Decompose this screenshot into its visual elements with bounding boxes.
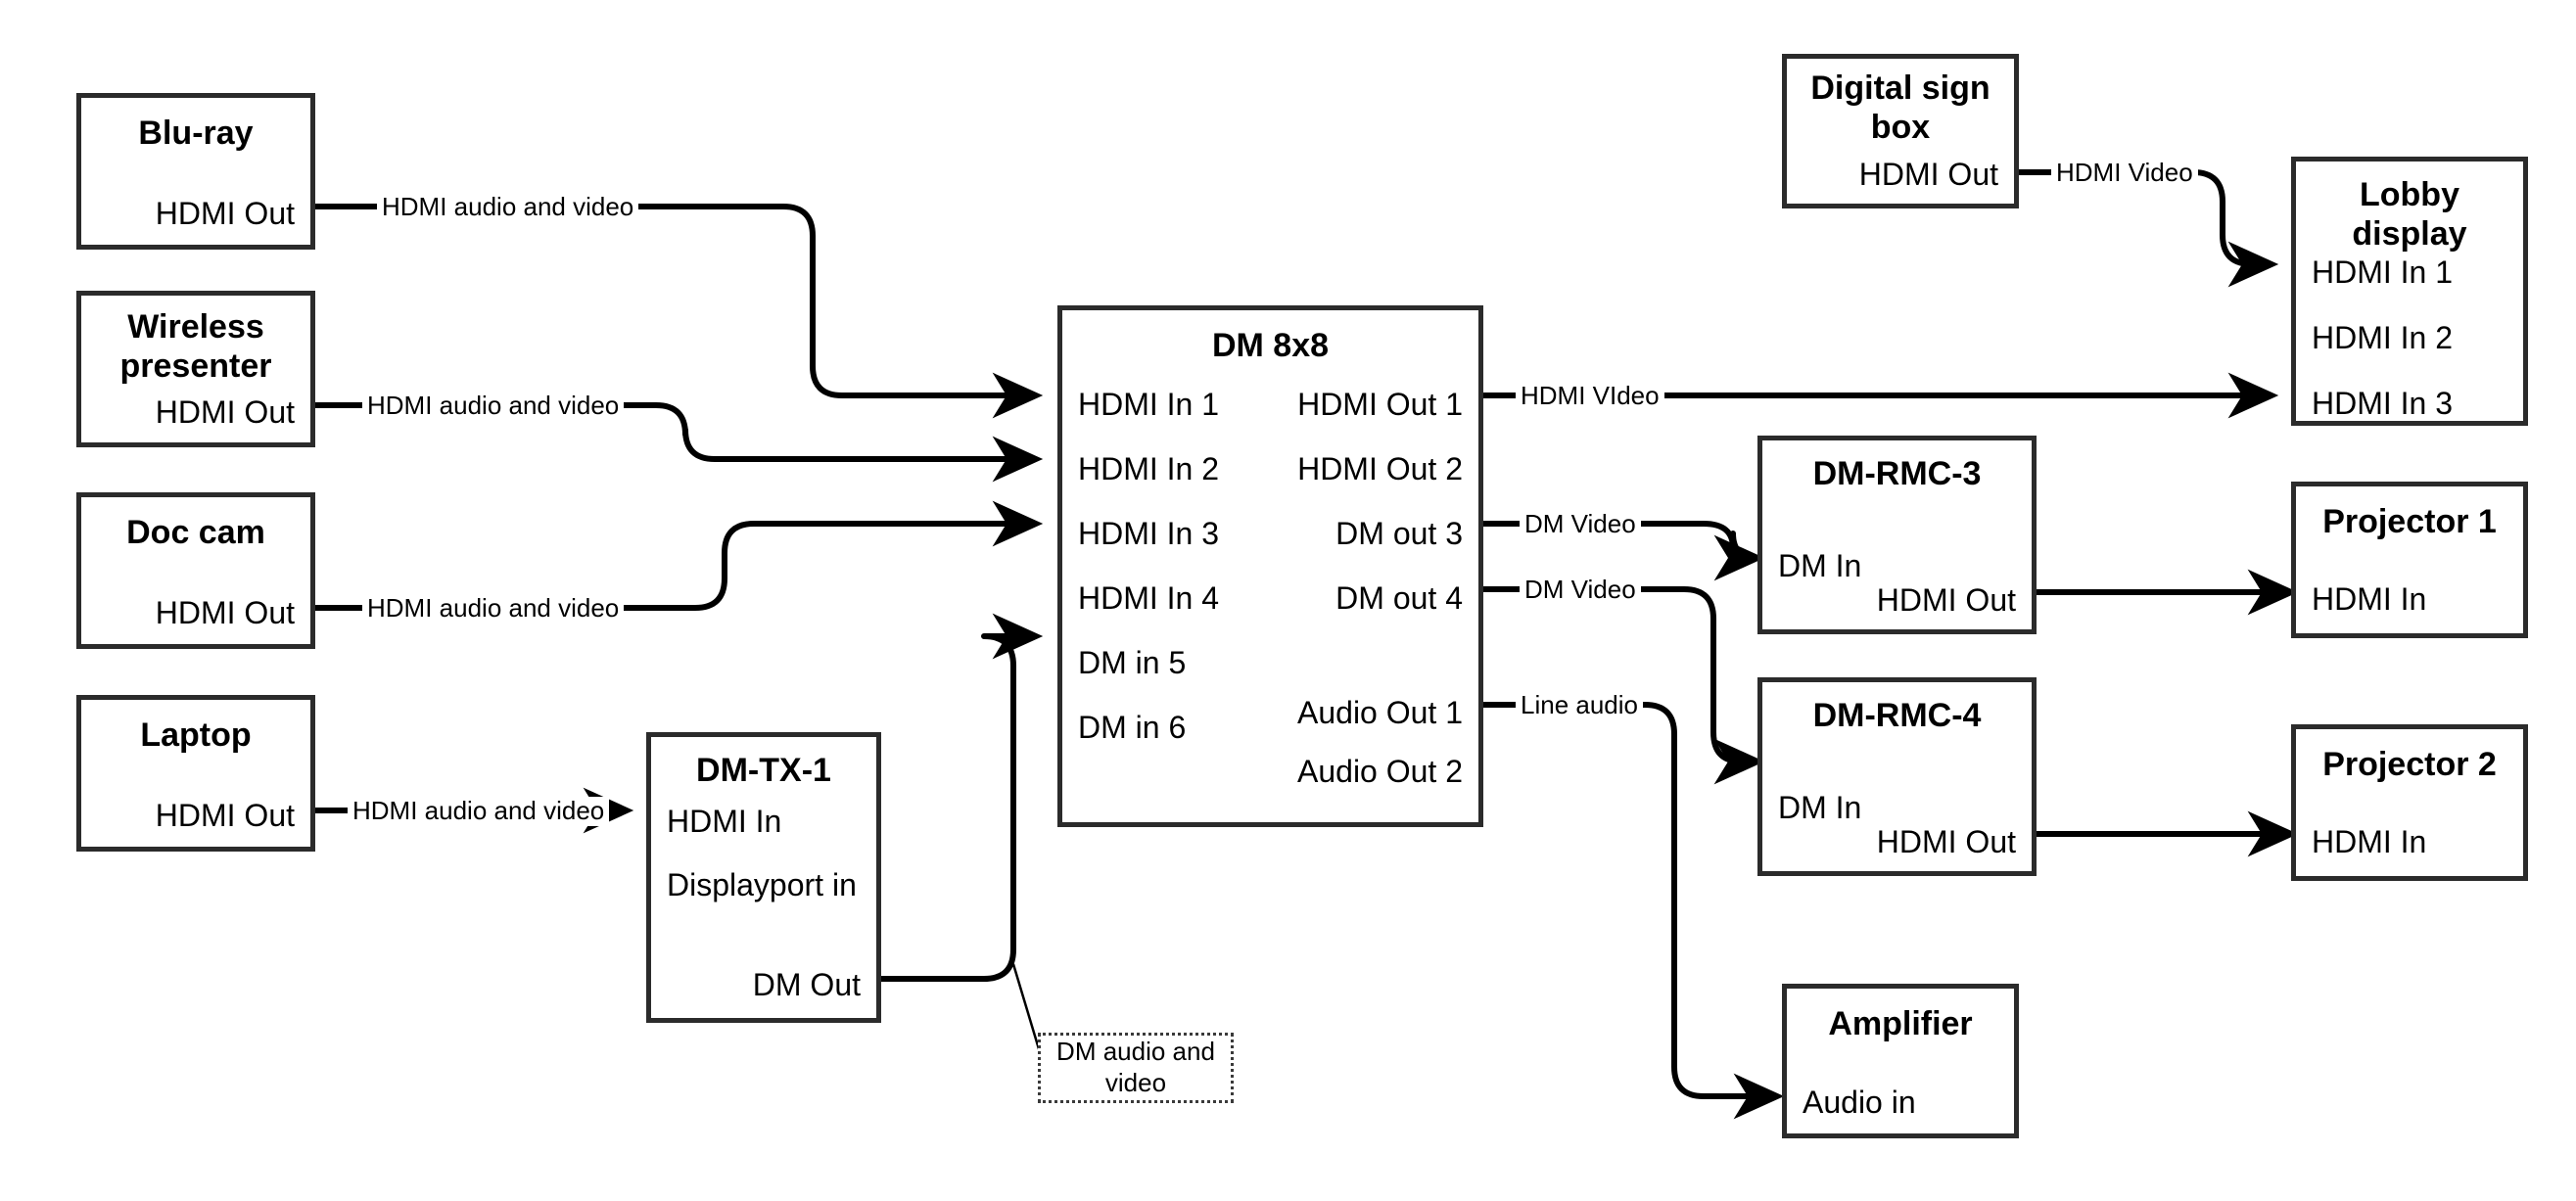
node-dm-rmc-3[interactable]: DM-RMC-3 DM In HDMI Out	[1757, 436, 2037, 634]
node-dm-8x8-input-hdmi-in-2[interactable]: HDMI In 2	[1078, 451, 1220, 486]
edge-label-dm8x8-out4-to-dmrmc4: DM Video	[1520, 575, 1641, 605]
wire-dm8x8-audio1-to-amplifier	[1483, 702, 1785, 1120]
node-laptop-title: Laptop	[140, 716, 252, 754]
wire-bluray-to-dm8x8	[315, 204, 1044, 419]
node-projector-2[interactable]: Projector 2 HDMI In	[2291, 724, 2528, 881]
node-dm-tx-1[interactable]: DM-TX-1 HDMI In Displayport in DM Out	[646, 732, 881, 1023]
node-dm-8x8-input-dm-in-5[interactable]: DM in 5	[1078, 645, 1187, 680]
node-digital-sign-box-port-hdmi-out[interactable]: HDMI Out	[1858, 157, 1998, 192]
edge-label-dm8x8-out3-to-dmrmc3: DM Video	[1520, 509, 1641, 539]
node-wireless-presenter[interactable]: Wireless presenter HDMI Out	[76, 291, 315, 447]
node-dm-rmc-4-title: DM-RMC-4	[1812, 697, 1982, 734]
note-dm-audio-and-video-text: DM audio and video	[1056, 1037, 1215, 1097]
node-dm-rmc-3-port-hdmi-out[interactable]: HDMI Out	[1876, 582, 2016, 618]
wire-dm8x8-out4-to-dmrmc4	[1483, 586, 1765, 785]
node-dm-8x8[interactable]: DM 8x8 HDMI In 1 HDMI In 2 HDMI In 3 HDM…	[1057, 305, 1483, 827]
node-dm-8x8-output-audio-out-2[interactable]: Audio Out 2	[1297, 754, 1463, 789]
node-dm-8x8-output-hdmi-out-2[interactable]: HDMI Out 2	[1297, 451, 1463, 486]
node-dm-tx-1-title: DM-TX-1	[696, 752, 831, 789]
node-dm-8x8-output-dm-out-3[interactable]: DM out 3	[1335, 516, 1463, 551]
node-dm-8x8-output-hdmi-out-1[interactable]: HDMI Out 1	[1297, 387, 1463, 422]
node-dm-8x8-title: DM 8x8	[1211, 327, 1330, 364]
node-wireless-presenter-title: Wireless presenter	[119, 308, 272, 386]
node-lobby-display-port-hdmi-in-3[interactable]: HDMI In 3	[2312, 386, 2454, 421]
node-projector-1-title: Projector 1	[2322, 503, 2497, 540]
node-projector-1-port-hdmi-in[interactable]: HDMI In	[2312, 581, 2427, 617]
node-digital-sign-box[interactable]: Digital sign box HDMI Out	[1782, 54, 2019, 208]
node-dm-tx-1-port-displayport-in[interactable]: Displayport in	[667, 867, 857, 902]
node-doc-cam-title: Doc cam	[126, 514, 265, 551]
node-dm-8x8-output-dm-out-4[interactable]: DM out 4	[1335, 580, 1463, 616]
node-dm-8x8-input-hdmi-in-1[interactable]: HDMI In 1	[1078, 387, 1220, 422]
node-projector-1[interactable]: Projector 1 HDMI In	[2291, 482, 2528, 638]
node-dm-rmc-3-title: DM-RMC-3	[1812, 455, 1982, 492]
node-bluray-title: Blu-ray	[138, 115, 254, 152]
edge-label-dm8x8-out1-to-lobby: HDMI VIdeo	[1516, 381, 1664, 411]
edge-label-wireless-to-dm8x8: HDMI audio and video	[362, 391, 625, 421]
node-dm-8x8-input-hdmi-in-3[interactable]: HDMI In 3	[1078, 516, 1220, 551]
node-lobby-display-port-hdmi-in-2[interactable]: HDMI In 2	[2312, 320, 2454, 355]
node-dm-rmc-4[interactable]: DM-RMC-4 DM In HDMI Out	[1757, 677, 2037, 876]
node-dm-8x8-input-hdmi-in-4[interactable]: HDMI In 4	[1078, 580, 1220, 616]
node-projector-2-port-hdmi-in[interactable]: HDMI In	[2312, 824, 2427, 859]
node-dm-8x8-output-audio-out-1[interactable]: Audio Out 1	[1297, 695, 1463, 730]
node-laptop-port-hdmi-out[interactable]: HDMI Out	[155, 798, 295, 833]
node-dm-8x8-input-dm-in-6[interactable]: DM in 6	[1078, 710, 1187, 745]
edge-label-audioout1-to-amplifier: Line audio	[1516, 690, 1643, 720]
node-projector-2-title: Projector 2	[2322, 746, 2497, 783]
node-dm-tx-1-port-dm-out[interactable]: DM Out	[752, 967, 861, 1002]
node-amplifier-port-audio-in[interactable]: Audio in	[1803, 1085, 1916, 1120]
edge-label-laptop-to-dmtx1: HDMI audio and video	[348, 796, 610, 826]
note-dm-audio-and-video: DM audio and video	[1038, 1033, 1234, 1103]
node-amplifier[interactable]: Amplifier Audio in	[1782, 984, 2019, 1138]
edge-label-doccam-to-dm8x8: HDMI audio and video	[362, 593, 625, 624]
node-dm-rmc-4-port-hdmi-out[interactable]: HDMI Out	[1876, 824, 2016, 859]
node-amplifier-title: Amplifier	[1828, 1005, 1973, 1042]
node-dm-rmc-3-port-dm-in[interactable]: DM In	[1778, 548, 1862, 583]
node-wireless-presenter-port-hdmi-out[interactable]: HDMI Out	[155, 394, 295, 430]
node-doc-cam-port-hdmi-out[interactable]: HDMI Out	[155, 595, 295, 630]
node-dm-rmc-4-port-dm-in[interactable]: DM In	[1778, 790, 1862, 825]
edge-label-digitalsign-to-lobby: HDMI Video	[2051, 158, 2198, 188]
node-bluray-port-hdmi-out[interactable]: HDMI Out	[155, 196, 295, 231]
node-laptop[interactable]: Laptop HDMI Out	[76, 695, 315, 852]
edge-label-bluray-to-dm8x8: HDMI audio and video	[377, 192, 639, 222]
node-digital-sign-box-title: Digital sign box	[1810, 69, 1991, 147]
node-dm-tx-1-port-hdmi-in[interactable]: HDMI In	[667, 804, 782, 839]
node-doc-cam[interactable]: Doc cam HDMI Out	[76, 492, 315, 649]
node-lobby-display-port-hdmi-in-1[interactable]: HDMI In 1	[2312, 254, 2454, 290]
wire-dmtx1-to-dm8x8	[881, 613, 1044, 982]
node-lobby-display-title: Lobby display	[2352, 176, 2467, 254]
node-bluray[interactable]: Blu-ray HDMI Out	[76, 93, 315, 250]
node-lobby-display[interactable]: Lobby display HDMI In 1 HDMI In 2 HDMI I…	[2291, 157, 2528, 426]
